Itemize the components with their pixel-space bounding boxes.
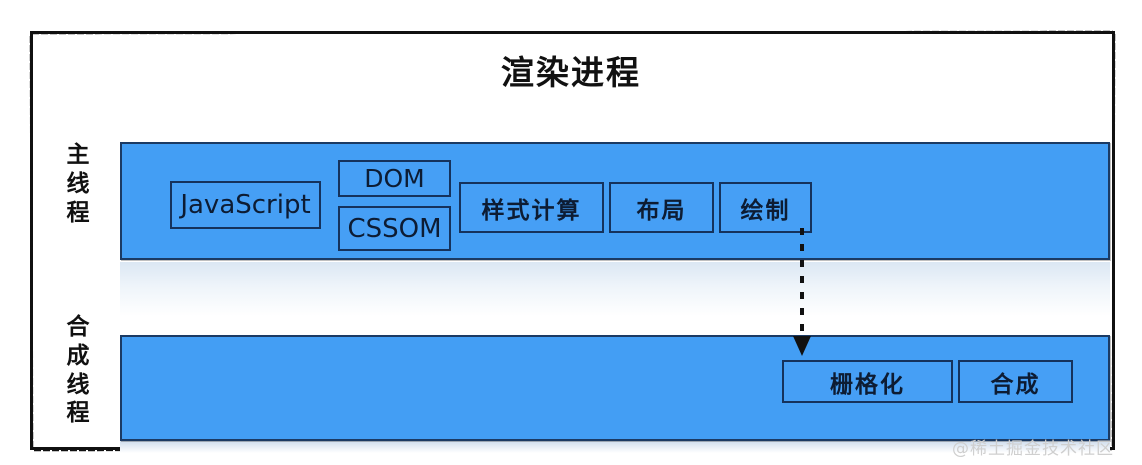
stage-box-cssom[interactable]: CSSOM [338, 206, 451, 251]
lane-label-char: 线 [66, 170, 90, 197]
lane-label-char: 程 [66, 400, 90, 427]
watermark: @稀土掘金技术社区 [952, 439, 1114, 459]
lane-divider-strip [120, 262, 1110, 330]
lane-label-char: 线 [66, 371, 90, 398]
stage-box-style-calculation[interactable]: 样式计算 [459, 182, 604, 233]
lane-label-char: 合 [66, 314, 90, 340]
stage-box-dom[interactable]: DOM [338, 160, 451, 197]
stage-box-javascript[interactable]: JavaScript [170, 181, 321, 229]
stage-box-rasterize[interactable]: 栅格化 [782, 360, 953, 403]
lane-label-char: 程 [66, 199, 90, 226]
lane-label-char: 成 [66, 342, 90, 369]
lane-label-main-thread: 主 线 程 [60, 141, 96, 227]
stage-box-paint[interactable]: 绘制 [719, 182, 812, 233]
lane-label-char: 主 [66, 142, 90, 168]
lane-label-compositor-thread: 合 成 线 程 [60, 313, 96, 428]
arrow-paint-to-rasterize-icon [793, 228, 811, 356]
stage-box-composite[interactable]: 合成 [958, 360, 1073, 403]
page-title: 渲染进程 [501, 53, 641, 92]
lane-bottom-shadow-strip [120, 441, 1110, 453]
stage-box-layout[interactable]: 布局 [609, 182, 714, 233]
